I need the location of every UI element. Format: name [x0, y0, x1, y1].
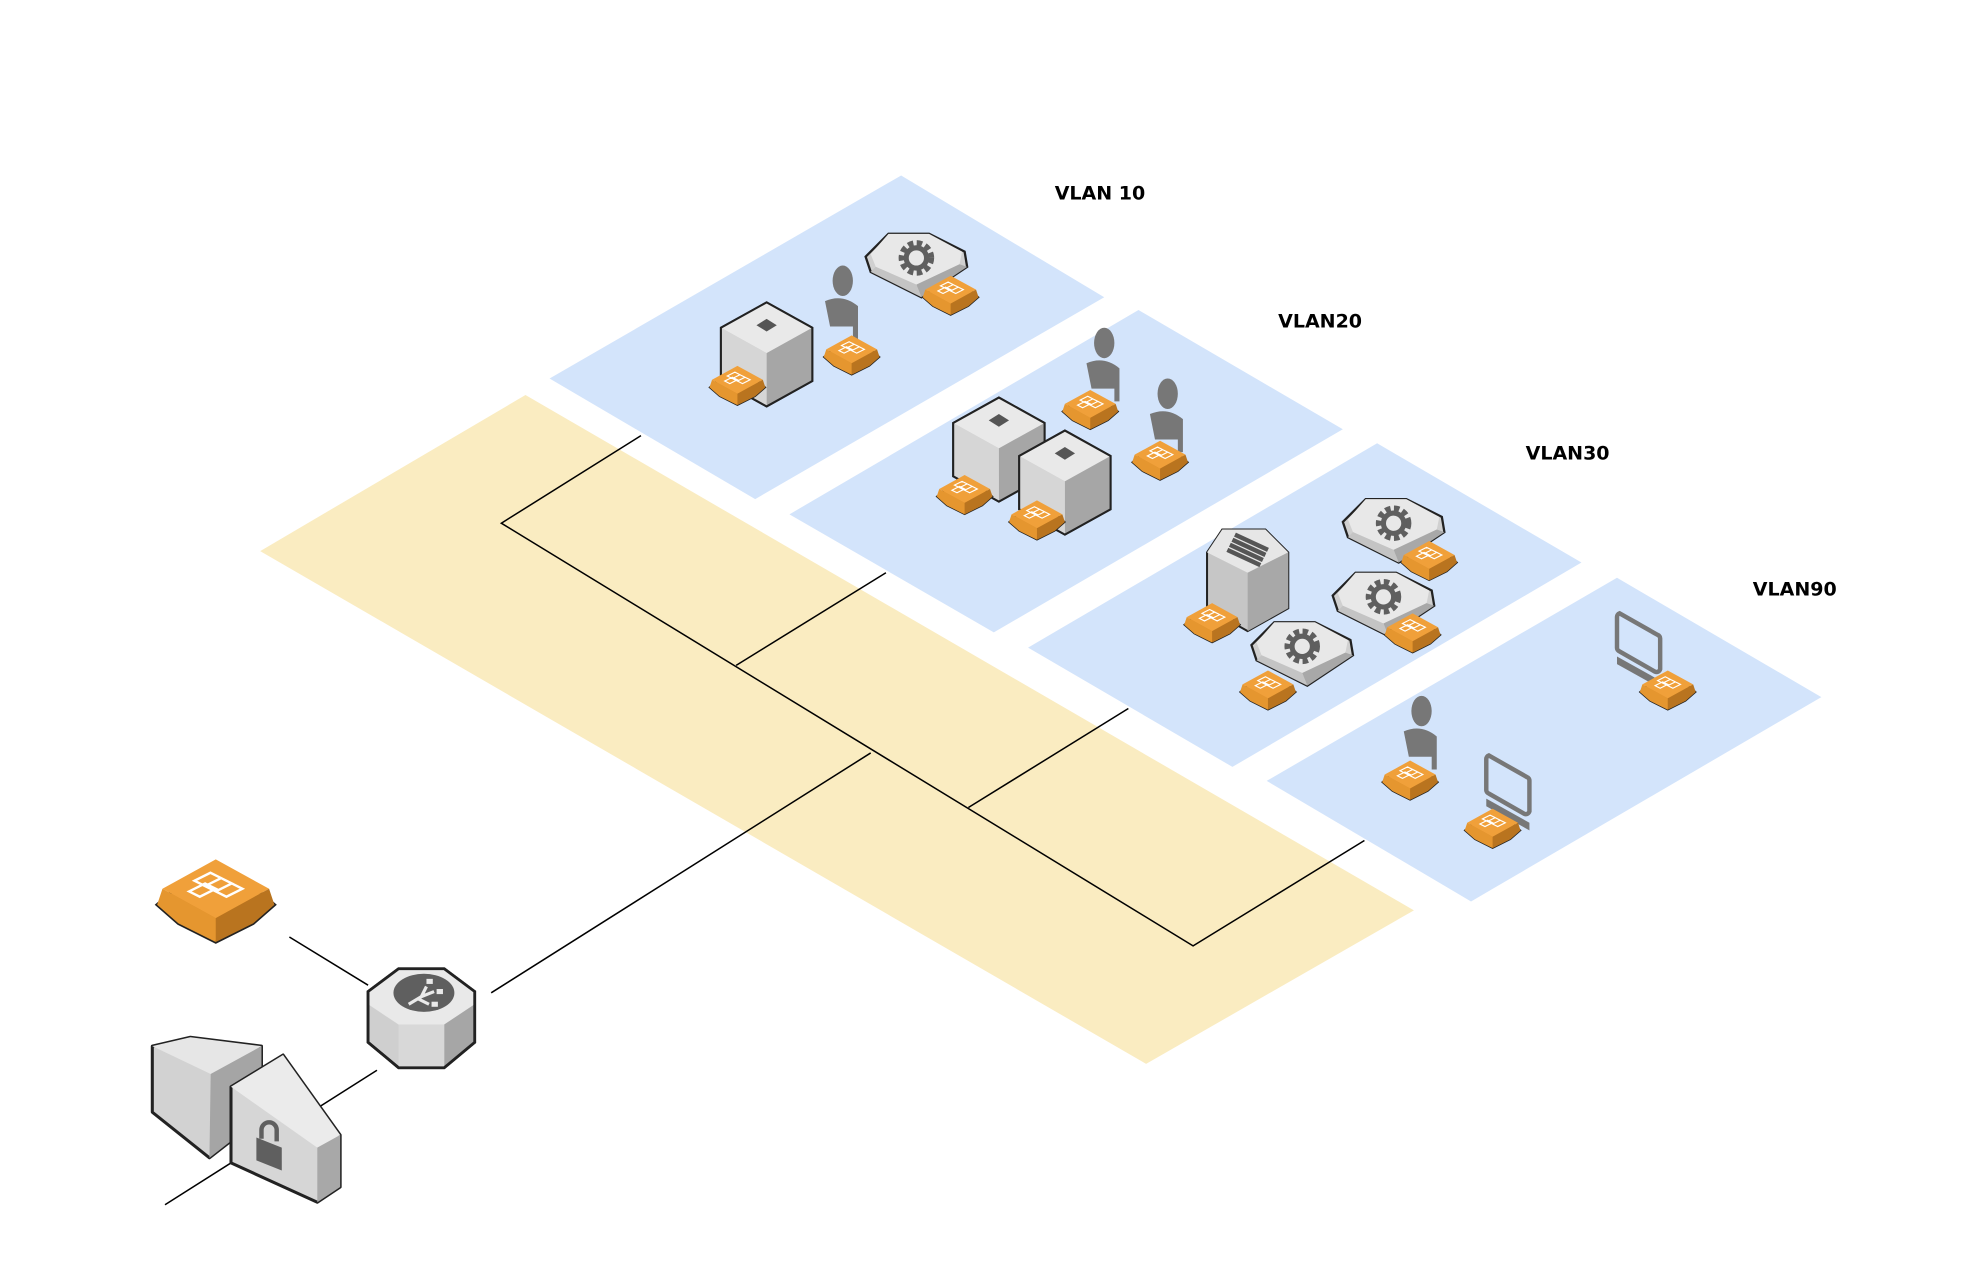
- vpn-gateway[interactable]: [150, 1035, 342, 1204]
- vlan30-label: VLAN30: [1526, 443, 1610, 465]
- vlan20-label: VLAN20: [1278, 311, 1362, 333]
- backbone-links: [164, 434, 1365, 1206]
- vlan90-zone: [1266, 577, 1822, 902]
- lock-icon: [256, 1120, 282, 1171]
- core-firewall[interactable]: [155, 857, 277, 944]
- core-router[interactable]: [366, 967, 477, 1070]
- vlan90-label: VLAN90: [1753, 579, 1837, 601]
- firewall-icon[interactable]: [155, 857, 277, 944]
- vlan10-label: VLAN 10: [1055, 183, 1146, 205]
- core-zone: [260, 395, 1414, 1064]
